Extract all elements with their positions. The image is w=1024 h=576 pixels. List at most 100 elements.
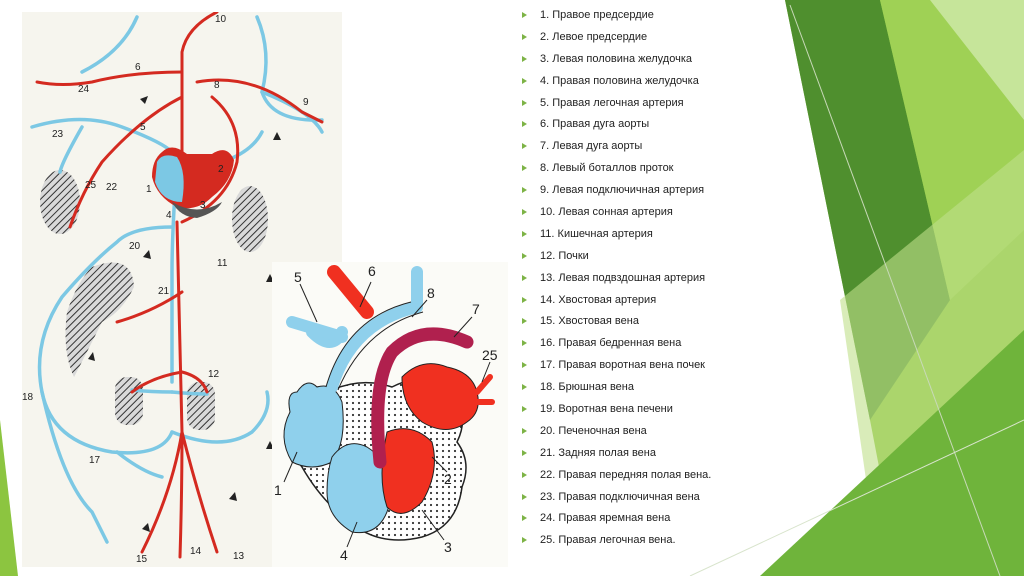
- legend-item-text: 25. Правая легочная вена.: [540, 534, 676, 547]
- legend-item: 8. Левый боталлов проток: [520, 157, 785, 179]
- label-2: 2: [218, 164, 224, 175]
- legend-item-text: 4. Правая половина желудочка: [540, 74, 699, 87]
- bullet-arrow-icon: [522, 165, 527, 172]
- legend-item-text: 18. Брюшная вена: [540, 381, 634, 394]
- legend-item: 16. Правая бедренная вена: [520, 332, 785, 354]
- label-21: 21: [158, 286, 170, 297]
- heart-label-25: 25: [482, 347, 498, 363]
- label-17: 17: [89, 455, 101, 466]
- legend-list: 1. Правое предсердие 2. Левое предсердие…: [520, 4, 785, 551]
- legend-item-text: 13. Левая подвздошная артерия: [540, 271, 706, 284]
- bullet-arrow-icon: [522, 252, 527, 259]
- legend-item-text: 3. Левая половина желудочка: [540, 52, 693, 65]
- small-heart: [152, 147, 234, 218]
- label-22: 22: [106, 182, 118, 193]
- legend-item: 12. Почки: [520, 245, 785, 267]
- label-13: 13: [233, 551, 245, 562]
- legend-item: 19. Воротная вена печени: [520, 398, 785, 420]
- right-kidney-shape: [232, 186, 268, 252]
- bullet-arrow-icon: [522, 274, 527, 281]
- legend-item-text: 20. Печеночная вена: [540, 424, 647, 437]
- legend-item: 23. Правая подключичная вена: [520, 486, 785, 508]
- legend-item-text: 21. Задняя полая вена: [540, 446, 656, 459]
- heart-label-1: 1: [274, 482, 282, 498]
- bullet-arrow-icon: [522, 340, 527, 347]
- legend-item: 15. Хвостовая вена: [520, 310, 785, 332]
- left-ventricle-shape: [381, 428, 435, 514]
- right-atrium-shape: [283, 382, 344, 468]
- legend-item: 20. Печеночная вена: [520, 420, 785, 442]
- bullet-arrow-icon: [522, 449, 527, 456]
- heart-label-2: 2: [444, 471, 452, 487]
- legend-item-text: 7. Левая дуга аорты: [540, 140, 643, 153]
- bullet-arrow-icon: [522, 318, 527, 325]
- legend-item: 6. Правая дуга аорты: [520, 113, 785, 135]
- right-ventricle-shape: [326, 443, 391, 534]
- bullet-arrow-icon: [522, 121, 527, 128]
- bullet-arrow-icon: [522, 405, 527, 412]
- bullet-arrow-icon: [522, 362, 527, 369]
- bullet-arrow-icon: [522, 471, 527, 478]
- heart-label-8: 8: [427, 285, 435, 301]
- bullet-arrow-icon: [522, 55, 527, 62]
- kidney-pair-right: [187, 382, 215, 430]
- label-6: 6: [135, 62, 141, 73]
- label-14: 14: [190, 546, 202, 557]
- legend-item: 21. Задняя полая вена: [520, 442, 785, 464]
- heart-label-7: 7: [472, 301, 480, 317]
- legend-item: 18. Брюшная вена: [520, 376, 785, 398]
- legend-item: 3. Левая половина желудочка: [520, 48, 785, 70]
- label-25: 25: [85, 180, 97, 191]
- bullet-arrow-icon: [522, 143, 527, 150]
- legend-item-text: 14. Хвостовая артерия: [540, 293, 657, 306]
- label-23: 23: [52, 129, 64, 140]
- label-5: 5: [140, 122, 146, 133]
- label-11: 11: [217, 258, 228, 269]
- label-20: 20: [129, 241, 141, 252]
- legend-item-text: 1. Правое предсердие: [540, 8, 654, 21]
- label-4: 4: [166, 210, 172, 221]
- legend-item: 11. Кишечная артерия: [520, 223, 785, 245]
- legend-item: 2. Левое предсердие: [520, 26, 785, 48]
- bullet-arrow-icon: [522, 230, 527, 237]
- kidney-pair-left: [115, 377, 143, 425]
- label-8: 8: [214, 80, 220, 91]
- bullet-arrow-icon: [522, 537, 527, 544]
- label-12: 12: [208, 369, 220, 380]
- bullet-arrow-icon: [522, 99, 527, 106]
- label-9: 9: [303, 97, 309, 108]
- label-10: 10: [215, 14, 227, 25]
- bullet-arrow-icon: [522, 187, 527, 194]
- legend-item-text: 10. Левая сонная артерия: [540, 205, 673, 218]
- legend-item: 24. Правая яремная вена: [520, 507, 785, 529]
- left-kidney-shape: [40, 170, 80, 234]
- heart-label-6: 6: [368, 263, 376, 279]
- heart-svg: 5 6 8 7 25 1 2 4 3: [274, 263, 498, 563]
- legend-item-text: 24. Правая яремная вена: [540, 512, 671, 525]
- label-1: 1: [146, 184, 152, 195]
- left-atrium-shape: [401, 363, 479, 430]
- legend-item: 17. Правая воротная вена почек: [520, 354, 785, 376]
- bullet-arrow-icon: [522, 11, 527, 18]
- legend-item-text: 15. Хвостовая вена: [540, 315, 639, 328]
- legend-item-text: 16. Правая бедренная вена: [540, 337, 682, 350]
- legend-item-text: 17. Правая воротная вена почек: [540, 359, 705, 372]
- legend-item: 13. Левая подвздошная артерия: [520, 267, 785, 289]
- legend-item: 22. Правая передняя полая вена.: [520, 464, 785, 486]
- bullet-arrow-icon: [522, 493, 527, 500]
- legend-item-text: 19. Воротная вена печени: [540, 402, 673, 415]
- aortic-arch-red: [327, 265, 374, 319]
- legend-item: 5. Правая легочная артерия: [520, 92, 785, 114]
- label-15: 15: [136, 554, 148, 565]
- legend-item: 9. Левая подключичная артерия: [520, 179, 785, 201]
- heart-label-5: 5: [294, 269, 302, 285]
- legend-item: 25. Правая легочная вена.: [520, 529, 785, 551]
- legend-item-text: 9. Левая подключичная артерия: [540, 184, 705, 197]
- label-24: 24: [78, 84, 90, 95]
- bullet-arrow-icon: [522, 296, 527, 303]
- legend-item-text: 22. Правая передняя полая вена.: [540, 468, 712, 481]
- liver-shape: [65, 262, 134, 377]
- label-18: 18: [22, 392, 34, 403]
